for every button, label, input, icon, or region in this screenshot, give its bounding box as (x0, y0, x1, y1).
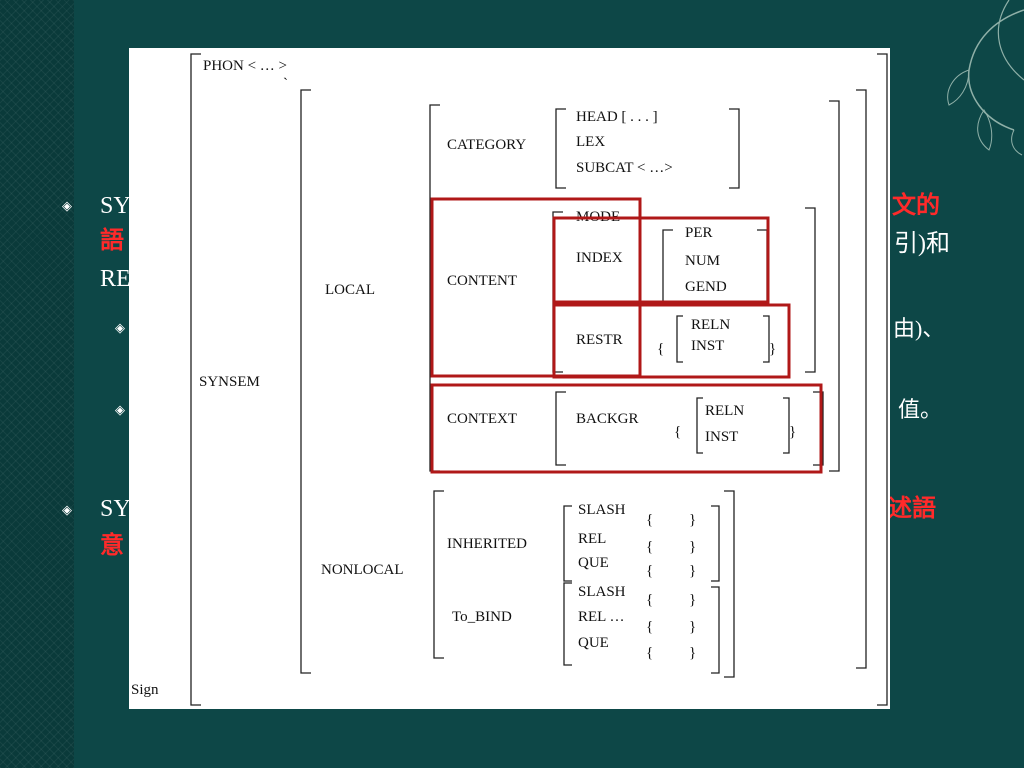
num-label: NUM (685, 253, 720, 269)
restr-inner-right-bracket (763, 315, 770, 363)
synsem-left-bracket (300, 89, 311, 674)
restr-inner-left-bracket (676, 315, 683, 363)
bullet1-right-line1: 文的 (892, 193, 940, 219)
category-left-bracket (555, 108, 566, 189)
category-right-bracket (729, 108, 740, 189)
to-bind-rel-close-brace: } (689, 619, 696, 635)
backgr-inner-right-bracket (783, 397, 790, 454)
inherited-que-label: QUE (578, 555, 609, 571)
context-label: CONTEXT (447, 411, 517, 427)
phon-label: PHON < … > (203, 58, 287, 74)
restr-open-brace: { (657, 341, 664, 357)
inherited-que-open-brace: { (646, 563, 653, 579)
index-highlight-box (552, 216, 770, 304)
to-bind-label: To_BIND (452, 609, 512, 625)
to-bind-rel-open-brace: { (646, 619, 653, 635)
floral-ornament-icon (947, 0, 1024, 156)
sign-left-bracket (190, 53, 201, 706)
restr-highlight-box (552, 303, 791, 379)
to-bind-que-open-brace: { (646, 645, 653, 661)
bullet1-left-line2: 語 (100, 228, 124, 254)
bullet1-left-line3: RE (100, 266, 131, 292)
phon-tick: ` (283, 76, 288, 92)
head-label: HEAD [ . . . ] (576, 109, 658, 125)
bullet-marker-icon: ◈ (62, 198, 72, 213)
to-bind-rel-label: REL … (578, 609, 625, 625)
index-label: INDEX (576, 250, 623, 266)
index-right-bracket (757, 229, 768, 305)
restr-reln-label: RELN (691, 317, 730, 333)
bullet2-left-line2: 意 (100, 533, 124, 559)
sign-avm-figure: PHON < … > ` SYNSEM LOCAL NONLOCAL CATEG… (129, 48, 890, 709)
to-bind-slash-close-brace: } (689, 592, 696, 608)
restr-close-brace: } (769, 341, 776, 357)
context-right-bracket (813, 391, 824, 466)
inherited-que-close-brace: } (689, 563, 696, 579)
bullet-marker-icon: ◈ (62, 502, 72, 517)
nonlocal-left-bracket (433, 490, 444, 659)
backgr-label: BACKGR (576, 411, 639, 427)
sub2-right: 值。 (898, 397, 943, 422)
synsem-right-bracket (856, 89, 867, 669)
to-bind-slash-open-brace: { (646, 592, 653, 608)
inherited-rel-open-brace: { (646, 539, 653, 555)
bullet-marker-icon: ◈ (115, 320, 125, 335)
bullet2-right-line1: 述語 (888, 496, 936, 522)
content-label: CONTENT (447, 273, 517, 289)
backgr-close-brace: } (789, 424, 796, 440)
sub1-right: 由)、 (893, 316, 945, 341)
synsem-label: SYNSEM (199, 374, 260, 390)
backgr-reln-label: RELN (705, 403, 744, 419)
category-label: CATEGORY (447, 137, 526, 153)
bullet2-left-line1: SY (100, 496, 131, 522)
inherited-right-bracket (711, 505, 720, 582)
to-bind-right-bracket (711, 586, 720, 674)
to-bind-que-close-brace: } (689, 645, 696, 661)
backgr-inst-label: INST (705, 429, 738, 445)
backgr-inner-left-bracket (696, 397, 703, 454)
inherited-slash-label: SLASH (578, 502, 626, 518)
local-label: LOCAL (325, 282, 375, 298)
bullet-marker-icon: ◈ (115, 402, 125, 417)
context-left-bracket (555, 391, 566, 466)
inherited-slash-close-brace: } (689, 512, 696, 528)
nonlocal-label: NONLOCAL (321, 562, 404, 578)
bullet1-right-line2: 引)和 (894, 231, 950, 257)
gend-label: GEND (685, 279, 727, 295)
subcat-label: SUBCAT < …> (576, 160, 673, 176)
to-bind-left-bracket (563, 582, 572, 666)
nonlocal-right-bracket (724, 490, 735, 678)
per-label: PER (685, 225, 713, 241)
local-right-bracket (829, 100, 840, 472)
inherited-slash-open-brace: { (646, 512, 653, 528)
lex-label: LEX (576, 134, 605, 150)
to-bind-que-label: QUE (578, 635, 609, 651)
restr-label: RESTR (576, 332, 623, 348)
bullet1-left-line1: SY (100, 193, 131, 219)
restr-inst-label: INST (691, 338, 724, 354)
inherited-rel-label: REL (578, 531, 606, 547)
content-right-bracket (805, 207, 816, 373)
backgr-open-brace: { (674, 424, 681, 440)
avm-diagram: PHON < … > ` SYNSEM LOCAL NONLOCAL CATEG… (131, 53, 888, 706)
sign-label: Sign (131, 682, 159, 698)
left-pattern-band (0, 0, 74, 768)
inherited-label: INHERITED (447, 536, 527, 552)
context-highlight-box (430, 383, 823, 474)
inherited-rel-close-brace: } (689, 539, 696, 555)
index-left-bracket (662, 229, 673, 305)
to-bind-slash-label: SLASH (578, 584, 626, 600)
content-highlight-box (430, 197, 642, 378)
sign-right-bracket (877, 53, 888, 706)
inherited-left-bracket (563, 505, 572, 582)
